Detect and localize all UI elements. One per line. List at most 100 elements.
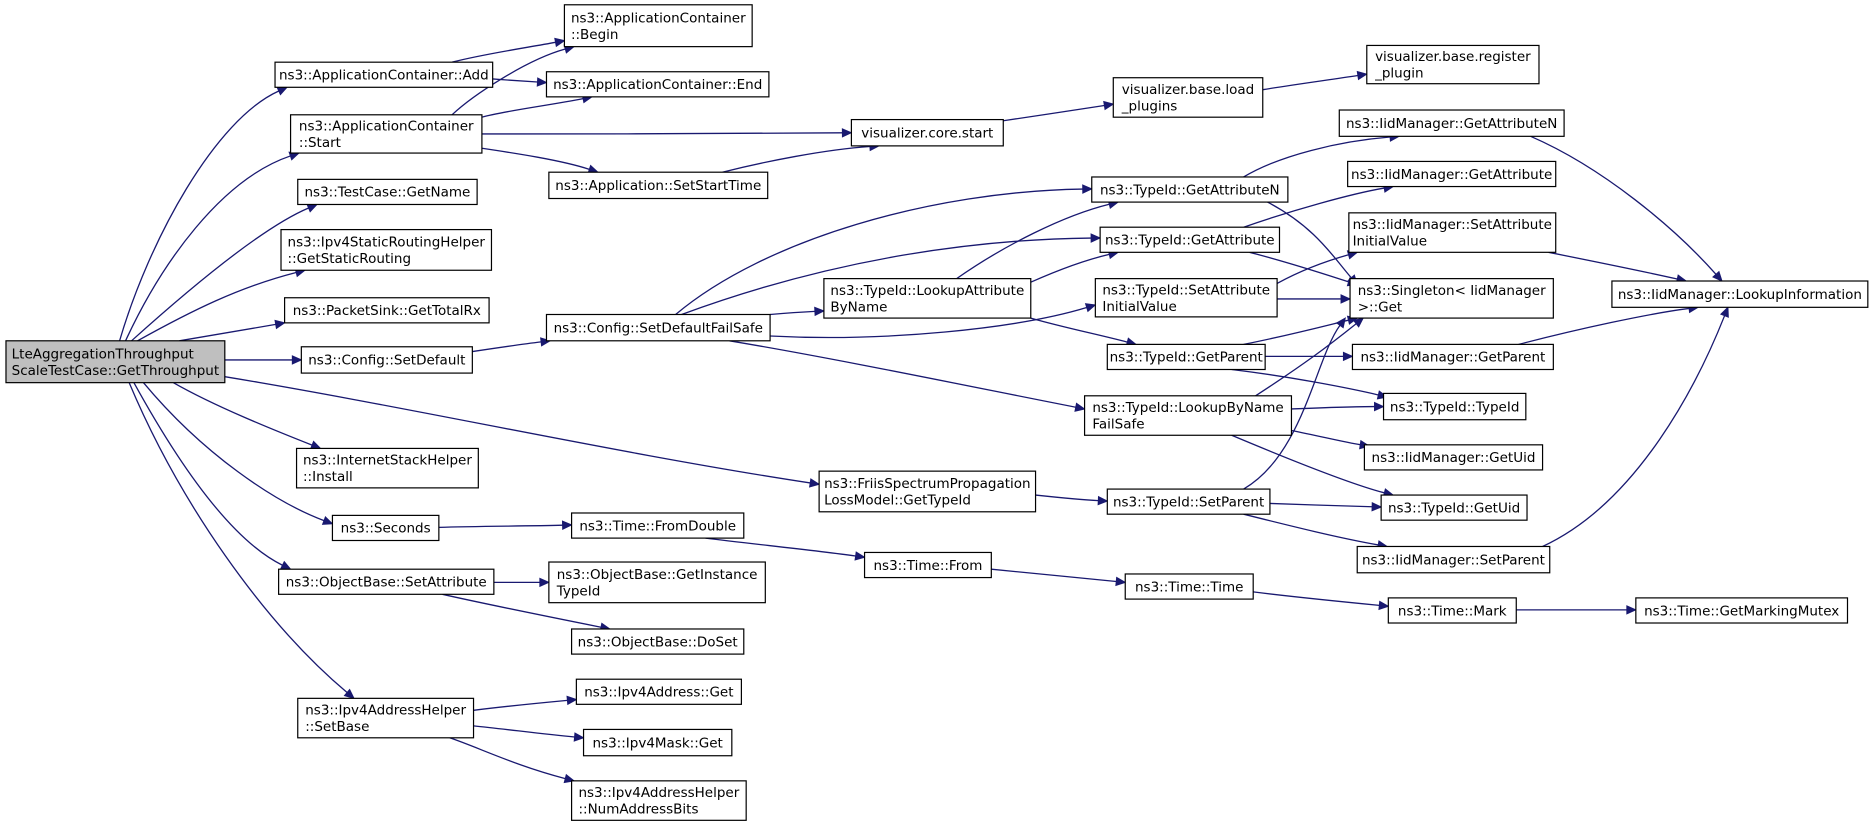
edge-ipv4Helper-to-ipv4Get [473, 695, 578, 711]
node-label: ::Install [303, 469, 353, 485]
edge-line [1542, 315, 1726, 548]
node-label: ns3::Time::FromDouble [579, 518, 736, 534]
edge-root-to-objSetAttr [133, 382, 292, 570]
node-objSetAttr[interactable]: ns3::ObjectBase::SetAttribute [278, 568, 495, 595]
arrowhead-icon [1340, 294, 1352, 304]
node-testGetName[interactable]: ns3::TestCase::GetName [297, 178, 478, 206]
node-singleton[interactable]: ns3::Singleton< IidManager>::Get [1349, 278, 1554, 319]
node-iidGetUid[interactable]: ns3::IidManager::GetUid [1363, 444, 1544, 471]
call-nodes: LteAggregationThroughputScaleTestCase::G… [5, 4, 1869, 821]
node-vizStart[interactable]: visualizer.core.start [850, 118, 1004, 147]
node-cfgDefault[interactable]: ns3::Config::SetDefault [300, 346, 473, 374]
edge-cfgFailSafe-to-tidAttr [681, 233, 1102, 316]
edge-line [675, 188, 1083, 315]
edge-line [179, 323, 276, 342]
node-numBits[interactable]: ns3::Ipv4AddressHelper::NumAddressBits [570, 780, 747, 821]
node-timeFrom[interactable]: ns3::Time::From [863, 551, 992, 579]
node-tidGetParent[interactable]: ns3::TypeId::GetParent [1106, 343, 1266, 371]
node-appEnd[interactable]: ns3::ApplicationContainer::End [545, 71, 770, 98]
edge-line [1243, 187, 1385, 228]
arrowhead-icon [306, 203, 319, 213]
node-appBegin[interactable]: ns3::ApplicationContainer::Begin [563, 4, 753, 48]
node-iidAttr[interactable]: ns3::IidManager::GetAttribute [1347, 160, 1557, 188]
node-vizLoad[interactable]: visualizer.base.load_plugins [1112, 77, 1264, 118]
node-label: ns3::Singleton< IidManager [1358, 283, 1546, 299]
edge-line [1243, 324, 1341, 490]
edge-objSetAttr-to-objGetInst [493, 577, 551, 588]
arrowhead-icon [1074, 402, 1086, 412]
node-label: ns3::IidManager::LookupInformation [1618, 287, 1862, 303]
arrowhead-icon [321, 515, 334, 525]
node-box [280, 228, 493, 271]
node-ipv4Get[interactable]: ns3::Ipv4Address::Get [575, 678, 742, 705]
edge-line [133, 382, 283, 566]
edge-root-to-friis [224, 376, 821, 488]
arrowhead-icon [1719, 306, 1729, 318]
node-tidSetParent[interactable]: ns3::TypeId::SetParent [1106, 488, 1271, 515]
node-label: ns3::TypeId::GetParent [1110, 350, 1263, 366]
node-iidSetParent[interactable]: ns3::IidManager::SetParent [1356, 545, 1551, 574]
edge-root-to-ipv4Helper [128, 382, 355, 700]
node-appSetStart[interactable]: ns3::Application::SetStartTime [548, 171, 769, 200]
node-box [818, 470, 1037, 513]
edge-timeFromDouble-to-timeFrom [705, 537, 866, 561]
node-objDoSet[interactable]: ns3::ObjectBase::DoSet [570, 628, 745, 655]
node-cfgFailSafe[interactable]: ns3::Config::SetDefaultFailSafe [545, 313, 771, 342]
edge-line [770, 310, 815, 316]
arrowhead-icon [814, 306, 826, 317]
node-label: LossModel::GetTypeId [824, 493, 971, 509]
edge-timeMark-to-timeMutex [1516, 605, 1638, 615]
node-label: ns3::ApplicationContainer::Add [279, 68, 489, 84]
node-box [1094, 278, 1278, 318]
node-appStart[interactable]: ns3::ApplicationContainer::Start [289, 114, 483, 154]
node-box [1380, 494, 1528, 521]
node-box [1091, 176, 1289, 203]
node-root[interactable]: LteAggregationThroughputScaleTestCase::G… [5, 340, 226, 384]
node-label: ns3::Time::Mark [1398, 603, 1507, 619]
node-box [1382, 392, 1527, 421]
edge-cfgDefault-to-cfgFailSafe [472, 337, 552, 353]
node-friis[interactable]: ns3::FriisSpectrumPropagationLossModel::… [818, 470, 1037, 513]
node-inetInstall[interactable]: ns3::InternetStackHelper::Install [295, 447, 479, 489]
node-tidTypeId[interactable]: ns3::TypeId::TypeId [1382, 392, 1527, 421]
node-tidGetUid[interactable]: ns3::TypeId::GetUid [1380, 494, 1528, 521]
node-tidAttrN[interactable]: ns3::TypeId::GetAttributeN [1091, 176, 1289, 203]
node-label: ScaleTestCase::GetThroughput [12, 363, 220, 379]
edge-line [131, 207, 309, 342]
node-iidAttrN[interactable]: ns3::IidManager::GetAttributeN [1338, 109, 1565, 137]
node-seconds[interactable]: ns3::Seconds [331, 514, 440, 542]
node-sinkRx[interactable]: ns3::PacketSink::GetTotalRx [283, 297, 490, 324]
edge-tidLookupName-to-tidTypeId [1291, 401, 1385, 412]
node-timeTime[interactable]: ns3::Time::Time [1124, 573, 1254, 600]
node-iidSetInit[interactable]: ns3::IidManager::SetAttributeInitialValu… [1348, 212, 1557, 253]
node-tidAttr[interactable]: ns3::TypeId::GetAttribute [1099, 226, 1281, 253]
node-maskGet[interactable]: ns3::Ipv4Mask::Get [582, 728, 733, 757]
node-label: ns3::IidManager::SetParent [1362, 552, 1545, 568]
edge-line [124, 155, 291, 342]
edge-appStart-to-vizStart [481, 128, 853, 138]
node-label: ns3::Ipv4AddressHelper [305, 703, 466, 719]
node-appAdd[interactable]: ns3::ApplicationContainer::Add [274, 61, 494, 88]
edge-line [1030, 317, 1128, 343]
node-timeMark[interactable]: ns3::Time::Mark [1387, 597, 1517, 624]
edge-ipv4Helper-to-numBits [449, 737, 576, 784]
node-ipv4Static[interactable]: ns3::Ipv4StaticRoutingHelper::GetStaticR… [280, 228, 493, 271]
edge-vizLoad-to-vizReg [1262, 70, 1369, 91]
node-iidLookup[interactable]: ns3::IidManager::LookupInformation [1611, 280, 1869, 308]
node-timeFromDouble[interactable]: ns3::Time::FromDouble [570, 512, 745, 539]
edge-line [681, 237, 1092, 316]
node-iidGetParent[interactable]: ns3::IidManager::GetParent [1351, 343, 1554, 371]
node-box [570, 628, 745, 655]
edge-line [1231, 434, 1385, 494]
node-box [545, 71, 770, 98]
node-box [548, 561, 766, 604]
node-timeMutex[interactable]: ns3::Time::GetMarkingMutex [1635, 597, 1849, 624]
node-ipv4Helper[interactable]: ns3::Ipv4AddressHelper::SetBase [297, 697, 475, 739]
node-label: ns3::ApplicationContainer [299, 118, 474, 134]
node-vizReg[interactable]: visualizer.base.register_plugin [1366, 44, 1540, 85]
edge-line [722, 145, 870, 173]
